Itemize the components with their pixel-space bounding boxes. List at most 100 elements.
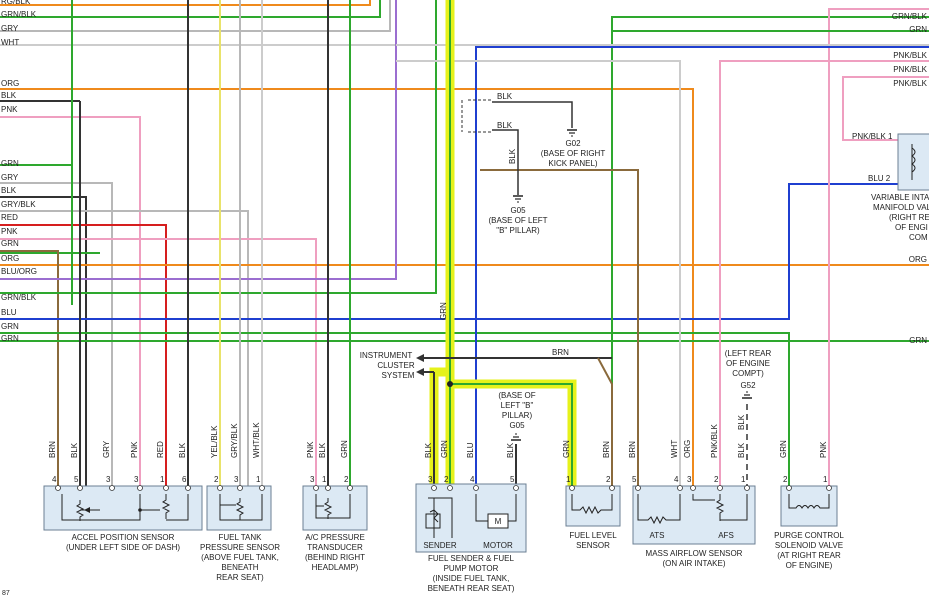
acpt-caption-2: TRANSDUCER — [307, 543, 363, 552]
g52-desc-3: COMPT) — [732, 369, 764, 378]
pin-wire-label: PNK — [306, 441, 315, 458]
g05a-label: G05 — [510, 206, 526, 215]
pin-wire-label: BRN — [602, 441, 611, 458]
pin-wire-label: GRN — [562, 440, 571, 458]
pin-number: 4 — [52, 475, 57, 484]
g05b-desc-1: (BASE OF — [498, 391, 535, 400]
aps-caption-1: ACCEL POSITION SENSOR — [72, 533, 175, 542]
pin-number: 3 — [234, 475, 239, 484]
pcsv-caption-1: PURGE CONTROL — [774, 531, 844, 540]
fls-resistor — [571, 494, 613, 515]
g52-desc-2: OF ENGINE — [726, 359, 770, 368]
motor-m-label: M — [495, 517, 502, 526]
ftps-caption-3: (ABOVE FUEL TANK, — [201, 553, 279, 562]
blk-label-2: BLK — [497, 121, 513, 130]
connector-pin — [431, 485, 437, 491]
connector-pin — [690, 485, 696, 491]
mass-airflow-sensor-box — [632, 485, 756, 545]
connector-pin — [217, 485, 223, 491]
fsp-caption-3: (INSIDE FUEL TANK, — [433, 574, 510, 583]
vim-desc-4: OF ENGI — [895, 223, 928, 232]
aps-caption-2: (UNDER LEFT SIDE OF DASH) — [66, 543, 180, 552]
left-wire-label: RED — [1, 213, 18, 222]
aps-wiper — [84, 507, 90, 513]
left-wire-label: ORG — [1, 79, 19, 88]
connector-pin — [185, 485, 191, 491]
left-wire-label: GRN — [1, 322, 19, 331]
pin-number: 2 — [214, 475, 219, 484]
wire-brn-fls — [480, 169, 639, 488]
ground-icon-g52 — [742, 391, 752, 399]
connector-pin — [826, 485, 832, 491]
pin-number: 1 — [823, 475, 828, 484]
wire-gry-top — [0, 0, 391, 32]
vim-coil — [911, 144, 916, 180]
wire-blk-g02 — [492, 101, 573, 128]
wire-pnk-top — [0, 116, 141, 488]
pin-number: 1 — [256, 475, 261, 484]
left-wire-label: ORG — [1, 254, 19, 263]
connector-pin — [313, 485, 319, 491]
g02-label: G02 — [565, 139, 581, 148]
motor-wire — [475, 494, 517, 522]
left-wire-label: GRN — [1, 239, 19, 248]
right-wire-label: GRN — [909, 25, 927, 34]
left-wire-label: GRN/BLK — [1, 293, 37, 302]
motor-inner-label: MOTOR — [483, 541, 513, 550]
maf-circuit — [637, 494, 748, 525]
left-wire-label: PNK — [1, 227, 18, 236]
sender-inner-label: SENDER — [423, 541, 457, 550]
fsp-caption-1: FUEL SENDER & FUEL — [428, 554, 514, 563]
g05a-desc-1: (BASE OF LEFT — [488, 216, 547, 225]
acpt-caption-1: A/C PRESSURE — [305, 533, 365, 542]
wire-grn-blk-top — [0, 0, 381, 18]
connector-pin — [77, 485, 83, 491]
vim-desc-2: MANIFOLD VAL — [873, 203, 929, 212]
right-wire-label: GRN/BLK — [892, 12, 928, 21]
maf-caption-1: MASS AIRFLOW SENSOR — [646, 549, 743, 558]
pcsv-caption-4: OF ENGINE) — [786, 561, 833, 570]
fuel-tank-pressure-sensor-box — [206, 485, 272, 531]
pin-wire-label: BLK — [178, 442, 187, 458]
left-wire-label: GRN — [1, 334, 19, 343]
wire-pnkblk-right — [719, 60, 929, 488]
wire-pnkblk-vim — [842, 76, 929, 141]
ic-label-2: CLUSTER — [377, 361, 415, 370]
pin-wire-label: RED — [156, 441, 165, 458]
connector-pin — [513, 485, 519, 491]
connector-pin — [259, 485, 265, 491]
left-wire-label: GRY/BLK — [1, 200, 36, 209]
wire-brn-low — [0, 250, 59, 488]
wire-org-top — [0, 88, 694, 488]
connector-pin — [569, 485, 575, 491]
pin-number: 3 — [428, 475, 433, 484]
blk-label-3: BLK — [508, 148, 517, 164]
pin-wire-label: PNK — [130, 441, 139, 458]
afs-label: AFS — [718, 531, 734, 540]
pin-wire-label: PNK/BLK — [710, 424, 719, 458]
pin-number: 3 — [310, 475, 315, 484]
right-wire-label: GRN — [909, 336, 927, 345]
connector-pin — [109, 485, 115, 491]
connector-pin — [786, 485, 792, 491]
connector-pin — [447, 485, 453, 491]
pin-number: 4 — [470, 475, 475, 484]
ground-icon-g05b — [511, 433, 521, 441]
g52-desc-1: (LEFT REAR — [725, 349, 772, 358]
wire-wht-maf — [396, 60, 681, 488]
pin-number: 4 — [674, 475, 679, 484]
connector-pin — [237, 485, 243, 491]
pin-wire-label: BLK — [737, 442, 746, 458]
right-wire-label: ORG — [909, 255, 927, 264]
wire-blk-mid — [0, 196, 87, 488]
vim-desc-3: (RIGHT RE — [889, 213, 929, 222]
right-wire-label: PNK/BLK — [893, 65, 927, 74]
pin-wire-label: YEL/BLK — [210, 425, 219, 458]
pin-wire-label: BLK — [424, 442, 433, 458]
pin-wire-label: BLK — [506, 442, 515, 458]
wire-blu-org — [0, 0, 397, 280]
pin-number: 2 — [444, 475, 449, 484]
pin-number: 2 — [344, 475, 349, 484]
maf-caption-2: (ON AIR INTAKE) — [663, 559, 726, 568]
